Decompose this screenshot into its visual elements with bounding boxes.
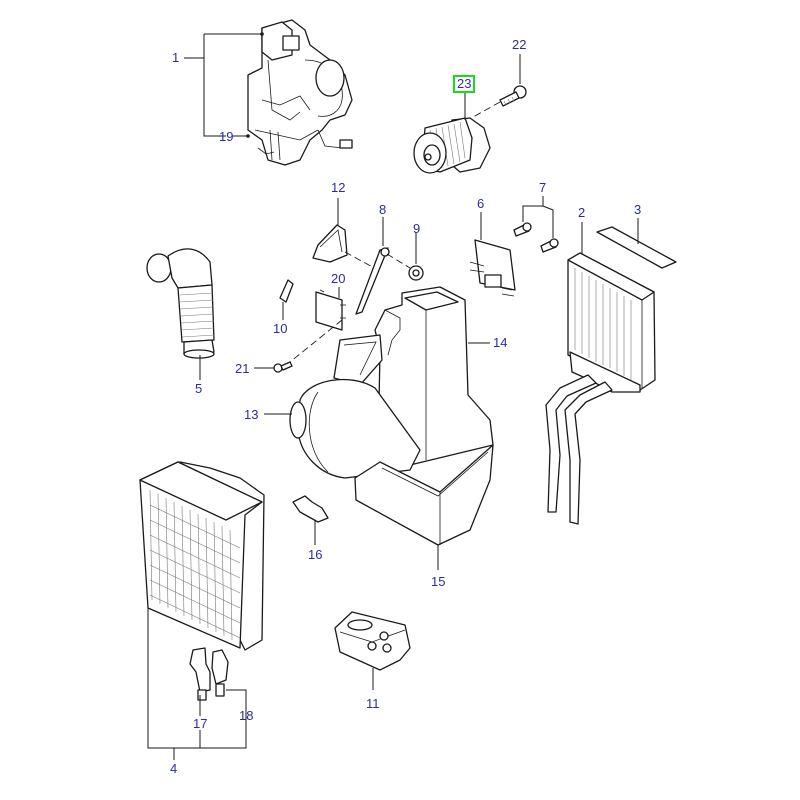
callout-20[interactable]: 20: [331, 271, 346, 286]
callout-18[interactable]: 18: [239, 708, 254, 723]
callout-7[interactable]: 7: [539, 180, 547, 195]
callout-17[interactable]: 17: [193, 716, 208, 731]
part-18-pressure-switch[interactable]: [211, 649, 229, 697]
callout-15[interactable]: 15: [431, 574, 446, 589]
leader-lines: [147, 32, 639, 760]
part-21-screw[interactable]: [273, 361, 293, 373]
callout-14[interactable]: 14: [493, 335, 508, 350]
callout-16[interactable]: 16: [308, 547, 323, 562]
callout-2[interactable]: 2: [578, 205, 586, 220]
callout-21[interactable]: 21: [235, 361, 250, 376]
callout-10[interactable]: 10: [273, 321, 288, 336]
part-16-retaining-clip[interactable]: [292, 495, 329, 523]
part-22-screw[interactable]: [499, 85, 527, 107]
callout-13[interactable]: 13: [244, 407, 259, 422]
part-4-evaporator-core[interactable]: [139, 461, 265, 651]
callout-6[interactable]: 6: [477, 196, 485, 211]
part-23-blower-motor[interactable]: [413, 117, 491, 174]
part-1-blower-housing[interactable]: [247, 19, 353, 166]
callout-3[interactable]: 3: [634, 202, 642, 217]
part-2-heater-core[interactable]: [545, 252, 656, 525]
part-7-screws[interactable]: [513, 222, 559, 253]
part-8-door-link[interactable]: [355, 247, 390, 315]
part-20-actuator[interactable]: [315, 289, 346, 331]
callout-19[interactable]: 19: [219, 129, 234, 144]
part-14-plenum-upper[interactable]: [333, 286, 494, 466]
callout-22[interactable]: 22: [512, 37, 527, 52]
callout-8[interactable]: 8: [379, 202, 387, 217]
callout-5[interactable]: 5: [195, 381, 203, 396]
part-11-housing-cover[interactable]: [334, 611, 411, 671]
part-10-clip[interactable]: [279, 279, 294, 303]
part-3-heater-core-seal[interactable]: [596, 226, 677, 269]
part-17-sensor[interactable]: [189, 647, 211, 701]
part-9-grommet[interactable]: [408, 265, 424, 281]
callout-9[interactable]: 9: [413, 221, 421, 236]
callout-11[interactable]: 11: [366, 696, 380, 711]
part-15-plenum-lower[interactable]: [354, 444, 494, 546]
part-13-blower-motor-housing[interactable]: [289, 378, 421, 479]
callout-12[interactable]: 12: [331, 180, 346, 195]
callout-1[interactable]: 1: [172, 50, 180, 65]
part-5-drain-hose[interactable]: [146, 248, 215, 359]
callout-23-selected[interactable]: 23: [453, 75, 476, 93]
part-6-blower-resistor[interactable]: [469, 239, 516, 297]
callout-4[interactable]: 4: [170, 761, 178, 776]
part-12-door-cam[interactable]: [312, 224, 348, 263]
